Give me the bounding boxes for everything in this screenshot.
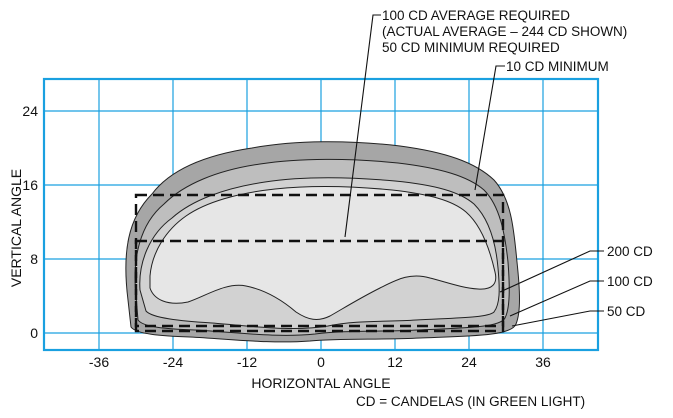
x-tick-24: 24 xyxy=(461,354,477,370)
y-tick-8: 8 xyxy=(30,251,38,267)
y-axis-ticks: 0 8 16 24 xyxy=(22,103,38,341)
leader-lines xyxy=(344,14,604,327)
leader-10cd xyxy=(474,65,505,191)
x-tick-m36: -36 xyxy=(89,354,109,370)
band-200cd xyxy=(149,185,497,320)
leader-200cd xyxy=(499,250,604,293)
zone-10cd-minimum xyxy=(134,193,505,333)
callout-50cd: 50 CD xyxy=(607,304,646,319)
leader-100cd xyxy=(509,280,604,317)
y-tick-24: 24 xyxy=(22,103,38,119)
leader-50cd xyxy=(511,310,604,327)
y-tick-16: 16 xyxy=(22,177,38,193)
x-tick-36: 36 xyxy=(535,354,551,370)
x-tick-12: 12 xyxy=(387,354,403,370)
y-axis-title: VERTICAL ANGLE xyxy=(8,169,24,287)
x-axis-title: HORIZONTAL ANGLE xyxy=(251,375,390,391)
callout-100cd: 100 CD xyxy=(607,274,653,289)
footnote: CD = CANDELAS (IN GREEN LIGHT) xyxy=(356,394,585,409)
x-tick-0: 0 xyxy=(317,354,325,370)
callout-10cd: 10 CD MINIMUM xyxy=(506,59,609,74)
intensity-bands xyxy=(125,141,520,343)
x-axis-ticks: -36 -24 -12 0 12 24 36 xyxy=(89,354,551,370)
y-tick-0: 0 xyxy=(30,325,38,341)
x-tick-m24: -24 xyxy=(163,354,183,370)
callout-200cd: 200 CD xyxy=(607,244,653,259)
plot-frame xyxy=(42,77,600,352)
callout-average-line1: 100 CD AVERAGE REQUIRED xyxy=(382,8,570,23)
callout-average: 100 CD AVERAGE REQUIRED (ACTUAL AVERAGE … xyxy=(382,8,627,55)
requirement-zones xyxy=(134,193,505,333)
callout-average-line2: (ACTUAL AVERAGE – 244 CD SHOWN) xyxy=(382,24,627,39)
x-tick-m12: -12 xyxy=(237,354,257,370)
leader-average xyxy=(344,14,381,238)
zone-100cd-average xyxy=(134,239,505,328)
callout-average-line3: 50 CD MINIMUM REQUIRED xyxy=(382,40,560,55)
